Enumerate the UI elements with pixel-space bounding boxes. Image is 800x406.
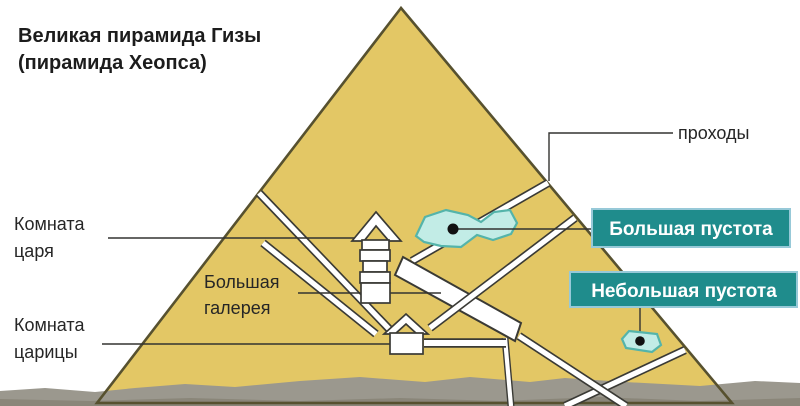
pyramid-outline [94,5,735,405]
small-void-badge: Небольшая пустота [569,271,798,308]
descending-passage [563,346,687,406]
grand-gallery-shape [393,255,523,343]
kings-chamber-shape [350,210,403,304]
page-title: Великая пирамида Гизы (пирамида Хеопса) [18,25,261,74]
small-void-badge-label: Небольшая пустота [591,281,777,302]
label-kings-chamber: Комната царя [14,214,85,261]
air-shaft-queens-south [255,190,395,334]
small-void-marker-dot [635,336,645,346]
label-grand-gallery-line1: Большая [204,272,280,292]
big-void-badge: Большая пустота [591,208,791,248]
label-queens-chamber: Комната царицы [14,315,85,362]
label-passages: проходы [678,123,749,143]
big-void-badge-label: Большая пустота [609,219,773,240]
label-grand-gallery: Большая галерея [204,272,280,318]
label-queens-chamber-line1: Комната [14,315,85,335]
big-void-marker-dot [447,223,459,235]
big-void-shape [414,208,592,249]
title-line-1: Великая пирамида Гизы [18,25,261,47]
label-grand-gallery-line2: галерея [204,298,270,318]
leader-line-passages [548,132,673,181]
well-shaft [501,337,515,406]
small-void-shape [620,308,663,354]
label-kings-chamber-line2: царя [14,241,54,261]
air-shaft-queens-north [427,214,578,332]
title-line-2: (пирамида Хеопса) [18,52,207,74]
label-queens-chamber-line2: царицы [14,342,78,362]
air-shaft-kings-south [260,239,379,338]
queens-chamber-shape [381,312,431,355]
ascending-passage [516,332,629,406]
label-kings-chamber-line1: Комната [14,214,85,234]
